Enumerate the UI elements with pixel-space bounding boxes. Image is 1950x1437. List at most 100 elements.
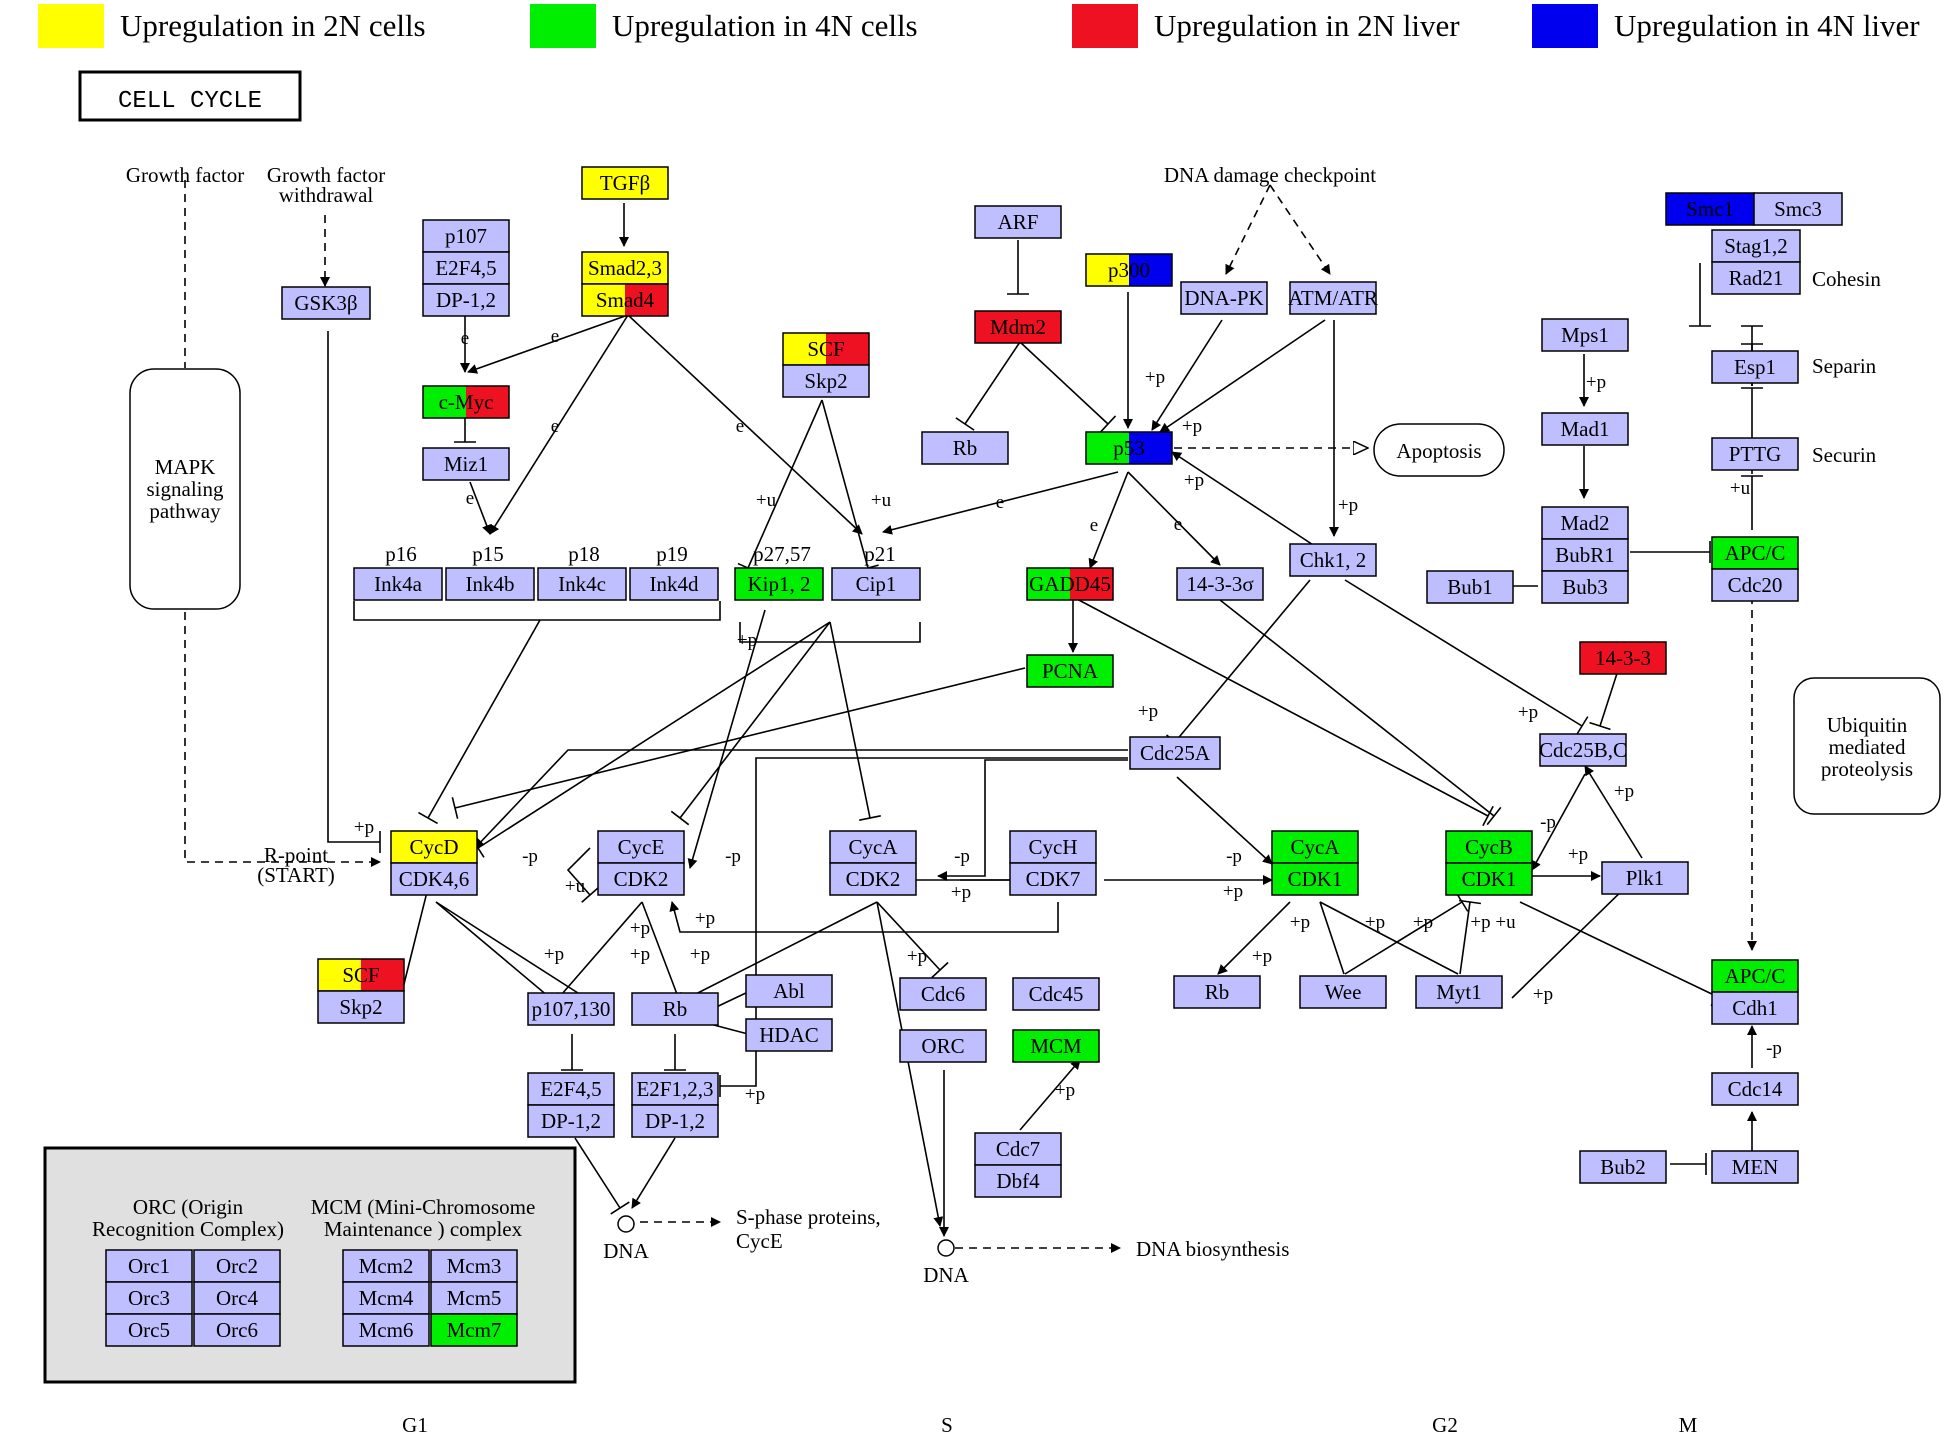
node-mad2[interactable]: Mad2 [1541, 506, 1629, 540]
node-wee[interactable]: Wee [1299, 975, 1387, 1009]
node-e2f45-top[interactable]: E2F4,5 [422, 251, 510, 285]
legend-swatch-yellow [38, 4, 104, 48]
node-cip1[interactable]: Cip1 [831, 567, 921, 601]
node-mcm[interactable]: MCM [1012, 1029, 1100, 1063]
node-mdm2[interactable]: Mdm2 [974, 310, 1062, 344]
node-p53[interactable]: p53 [1085, 431, 1173, 465]
node-s1433sigma[interactable]: 14-3-3σ [1176, 567, 1264, 601]
node-mcm3[interactable]: Mcm3 [430, 1249, 518, 1283]
node-apcc-bot[interactable]: APC/C [1711, 959, 1799, 993]
node-cycd[interactable]: CycD [390, 830, 478, 864]
node-cdk1-b[interactable]: CDK1 [1445, 862, 1533, 896]
node-arf[interactable]: ARF [974, 205, 1062, 239]
node-e2f45-bot[interactable]: E2F4,5 [527, 1072, 615, 1106]
node-orc3[interactable]: Orc3 [105, 1281, 193, 1315]
node-p300[interactable]: p300 [1085, 253, 1173, 287]
node-pttg[interactable]: PTTG [1711, 437, 1799, 471]
node-mcm4[interactable]: Mcm4 [342, 1281, 430, 1315]
node-dp12-a[interactable]: DP-1,2 [527, 1104, 615, 1138]
node-smc3[interactable]: Smc3 [1753, 192, 1843, 226]
node-ink4b[interactable]: Ink4b [445, 567, 535, 601]
node-cyce[interactable]: CycE [597, 830, 685, 864]
node-men[interactable]: MEN [1711, 1150, 1799, 1184]
node-cdk2-a[interactable]: CDK2 [829, 862, 917, 896]
node-cdk2-e[interactable]: CDK2 [597, 862, 685, 896]
node-kip12[interactable]: Kip1, 2 [734, 567, 824, 601]
ubiquitin-box[interactable] [1793, 677, 1941, 815]
node-label: 14-3-3 [1595, 646, 1651, 670]
node-scf-top[interactable]: SCF [782, 332, 870, 366]
node-cdh1[interactable]: Cdh1 [1711, 991, 1799, 1025]
node-cdk46[interactable]: CDK4,6 [390, 862, 478, 896]
mapk-pathway-box[interactable] [129, 368, 241, 610]
node-dp12-b[interactable]: DP-1,2 [631, 1104, 719, 1138]
node-smad4[interactable]: Smad4 [581, 283, 669, 317]
node-bub3[interactable]: Bub3 [1541, 570, 1629, 604]
node-orc6[interactable]: Orc6 [193, 1313, 281, 1347]
node-cdc7[interactable]: Cdc7 [974, 1132, 1062, 1166]
node-plk1[interactable]: Plk1 [1601, 861, 1689, 895]
node-s1433[interactable]: 14-3-3 [1579, 641, 1667, 675]
node-rb-top[interactable]: Rb [921, 431, 1009, 465]
node-orc[interactable]: ORC [899, 1029, 987, 1063]
node-smad23[interactable]: Smad2,3 [581, 251, 669, 285]
node-tgfb[interactable]: TGFβ [581, 166, 669, 200]
node-p107[interactable]: p107 [422, 219, 510, 253]
node-cdc25bc[interactable]: Cdc25B,C [1539, 733, 1627, 767]
node-e2f123[interactable]: E2F1,2,3 [631, 1072, 719, 1106]
node-cdk1-a[interactable]: CDK1 [1271, 862, 1359, 896]
node-orc2[interactable]: Orc2 [193, 1249, 281, 1283]
node-bub1[interactable]: Bub1 [1426, 570, 1514, 604]
node-skp2-top[interactable]: Skp2 [782, 364, 870, 398]
node-cmyc[interactable]: c-Myc [422, 385, 510, 419]
node-bubr1[interactable]: BubR1 [1541, 538, 1629, 572]
node-esp1[interactable]: Esp1 [1711, 350, 1799, 384]
node-mcm6[interactable]: Mcm6 [342, 1313, 430, 1347]
node-bub2[interactable]: Bub2 [1579, 1150, 1667, 1184]
node-cdk7[interactable]: CDK7 [1009, 862, 1097, 896]
node-fill-right [625, 284, 668, 316]
node-skp2-bot[interactable]: Skp2 [317, 990, 405, 1024]
node-ink4a[interactable]: Ink4a [353, 567, 443, 601]
node-cycb[interactable]: CycB [1445, 830, 1533, 864]
node-rad21[interactable]: Rad21 [1711, 261, 1801, 295]
node-abl[interactable]: Abl [745, 974, 833, 1008]
apoptosis-box[interactable] [1373, 423, 1505, 477]
node-gadd45[interactable]: GADD45 [1026, 567, 1114, 601]
node-rb-g2[interactable]: Rb [1173, 975, 1261, 1009]
node-atmatr[interactable]: ATM/ATR [1288, 281, 1378, 315]
node-cdc45[interactable]: Cdc45 [1012, 977, 1100, 1011]
node-scf-bot[interactable]: SCF [317, 958, 405, 992]
node-mcm2[interactable]: Mcm2 [342, 1249, 430, 1283]
node-miz1[interactable]: Miz1 [422, 447, 510, 481]
node-apcc-top[interactable]: APC/C [1711, 536, 1799, 570]
node-cyca-g2[interactable]: CycA [1271, 830, 1359, 864]
node-hdac[interactable]: HDAC [745, 1018, 833, 1052]
node-myt1[interactable]: Myt1 [1415, 975, 1503, 1009]
node-ink4c[interactable]: Ink4c [537, 567, 627, 601]
node-cdc14[interactable]: Cdc14 [1711, 1072, 1799, 1106]
node-orc1[interactable]: Orc1 [105, 1249, 193, 1283]
node-cdc6[interactable]: Cdc6 [899, 977, 987, 1011]
node-p107130[interactable]: p107,130 [527, 992, 615, 1026]
node-rb-mid[interactable]: Rb [631, 992, 719, 1026]
node-orc5[interactable]: Orc5 [105, 1313, 193, 1347]
node-chk12[interactable]: Chk1, 2 [1289, 543, 1377, 577]
node-mad1[interactable]: Mad1 [1541, 412, 1629, 446]
node-cdc25a[interactable]: Cdc25A [1129, 736, 1221, 770]
node-cych[interactable]: CycH [1009, 830, 1097, 864]
node-pcna[interactable]: PCNA [1026, 654, 1114, 688]
node-gsk3b[interactable]: GSK3β [281, 286, 371, 320]
node-mps1[interactable]: Mps1 [1541, 318, 1629, 352]
node-cdc20[interactable]: Cdc20 [1711, 568, 1799, 602]
node-orc4[interactable]: Orc4 [193, 1281, 281, 1315]
node-mcm7[interactable]: Mcm7 [430, 1313, 518, 1347]
node-mcm5[interactable]: Mcm5 [430, 1281, 518, 1315]
node-dbf4[interactable]: Dbf4 [974, 1164, 1062, 1198]
node-cyca-s[interactable]: CycA [829, 830, 917, 864]
node-dnapk[interactable]: DNA-PK [1180, 281, 1268, 315]
node-dp12-top[interactable]: DP-1,2 [422, 283, 510, 317]
node-smc1[interactable]: Smc1 [1665, 192, 1755, 226]
node-stag12[interactable]: Stag1,2 [1711, 229, 1801, 263]
node-ink4d[interactable]: Ink4d [629, 567, 719, 601]
